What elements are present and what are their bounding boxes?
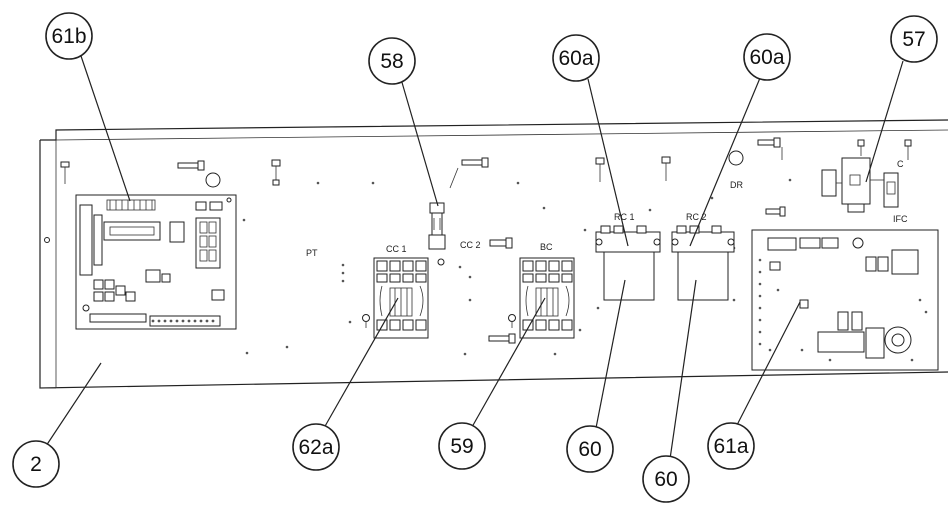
grommet-hole — [728, 150, 744, 166]
callout-59: 59 — [438, 422, 486, 470]
svg-text:59: 59 — [450, 435, 473, 458]
screw — [488, 333, 516, 344]
relay-rc1 — [595, 225, 661, 301]
label-dr: DR — [730, 180, 743, 190]
control-panel — [39, 119, 948, 389]
mounting-hole — [44, 237, 50, 243]
screw — [449, 157, 489, 189]
callout-60-1: 60 — [566, 425, 614, 473]
screw — [765, 206, 786, 217]
callout-2: 2 — [12, 440, 60, 488]
callout-60a-2: 60a — [743, 33, 791, 81]
svg-text:61a: 61a — [713, 435, 748, 458]
label-rc2: RC 2 — [686, 212, 707, 222]
label-bc: BC — [540, 242, 553, 252]
svg-text:60a: 60a — [558, 47, 593, 70]
screw — [595, 157, 605, 182]
svg-text:2: 2 — [30, 453, 42, 476]
callout-58: 58 — [368, 37, 416, 85]
ground-screw — [437, 258, 445, 266]
label-cc2: CC 2 — [460, 240, 481, 250]
circuit-board-61b — [75, 194, 237, 330]
leader-lines — [45, 55, 904, 460]
relay-rc2 — [671, 225, 735, 301]
screw — [904, 139, 912, 160]
callout-62a: 62a — [292, 423, 340, 471]
contactor-bc — [508, 257, 575, 339]
callout-61a: 61a — [707, 422, 755, 470]
screw — [661, 156, 671, 181]
label-ifc: IFC — [893, 214, 908, 224]
label-pt: PT — [306, 248, 318, 258]
label-c: C — [897, 159, 904, 169]
panel-screws — [60, 137, 912, 344]
switch-58 — [428, 202, 446, 250]
callout-60a-1: 60a — [552, 34, 600, 82]
svg-text:60: 60 — [578, 438, 601, 461]
svg-text:61b: 61b — [51, 25, 86, 48]
callout-57: 57 — [890, 15, 938, 63]
circuit-board-61a — [751, 229, 939, 371]
label-cc1: CC 1 — [386, 244, 407, 254]
screw — [757, 137, 783, 160]
callout-61b: 61b — [45, 12, 93, 60]
screw — [271, 159, 281, 186]
svg-text:58: 58 — [380, 50, 403, 73]
screw — [60, 161, 70, 184]
svg-text:60a: 60a — [749, 46, 784, 69]
screw — [177, 160, 205, 171]
svg-text:62a: 62a — [298, 436, 333, 459]
grommet-hole — [205, 172, 221, 188]
cc2-connector — [489, 237, 513, 249]
component-57 — [821, 157, 899, 213]
svg-text:60: 60 — [654, 468, 677, 491]
contactor-cc1 — [362, 257, 429, 339]
label-rc1: RC 1 — [614, 212, 635, 222]
screw — [857, 139, 865, 156]
callout-60-2: 60 — [642, 455, 690, 503]
svg-text:57: 57 — [902, 28, 925, 51]
